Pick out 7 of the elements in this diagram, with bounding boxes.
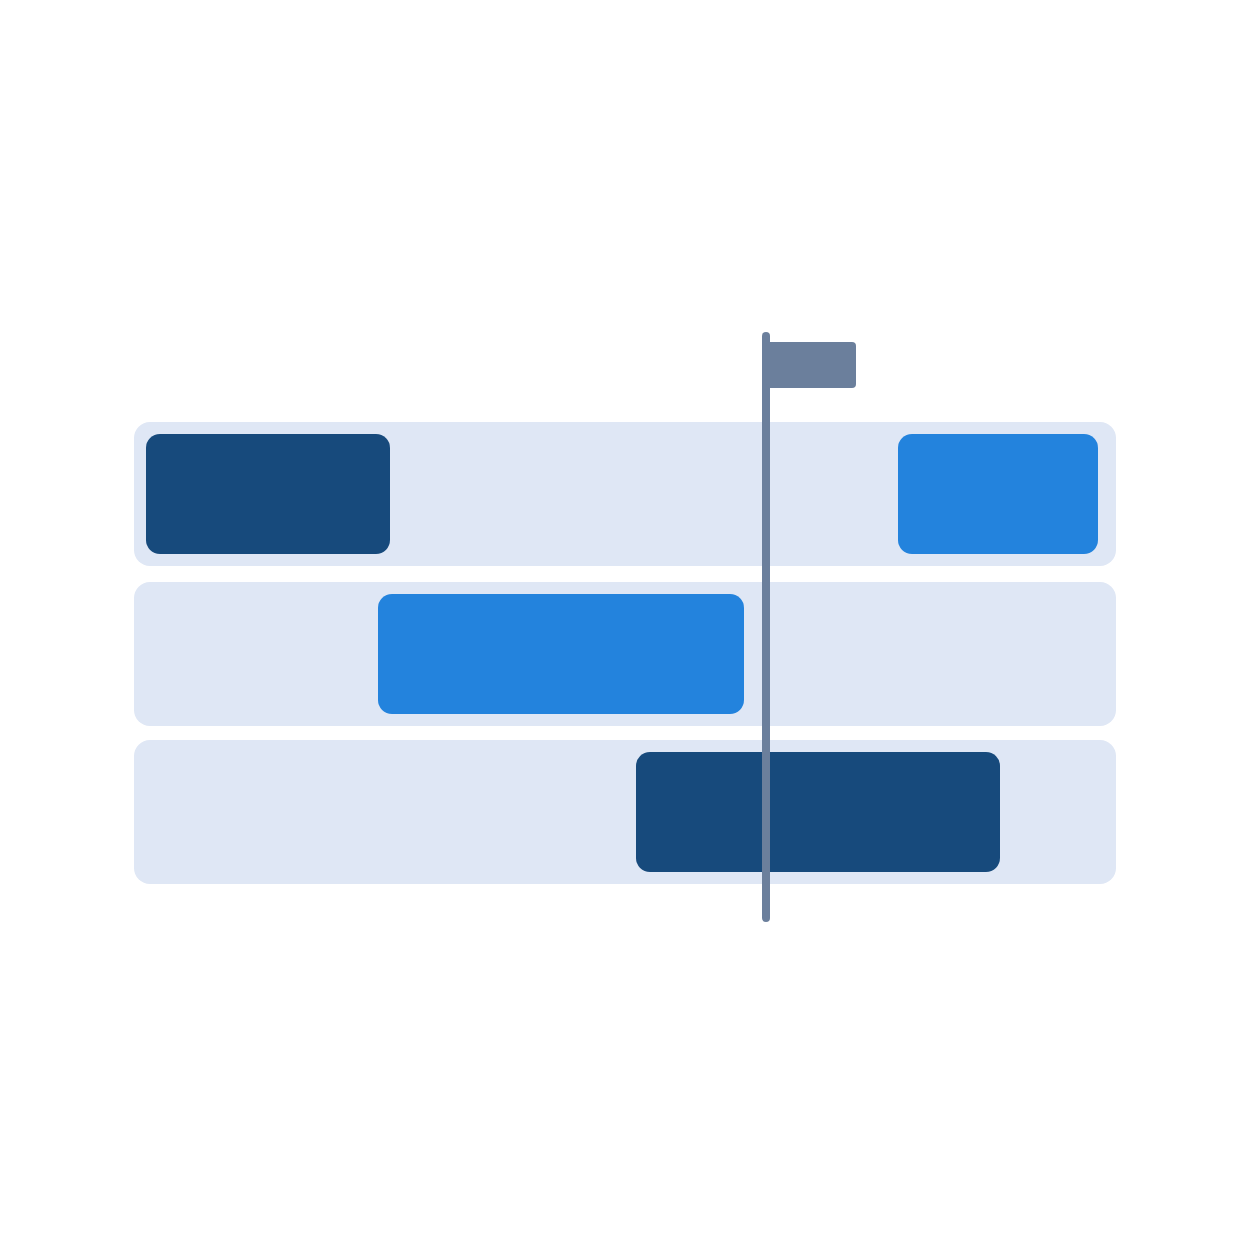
timeline-row	[134, 740, 1116, 884]
timeline-row	[134, 422, 1116, 566]
timeline-row	[134, 582, 1116, 726]
task-bar	[146, 434, 390, 554]
task-bar	[898, 434, 1098, 554]
task-bar	[636, 752, 1000, 872]
task-bar	[378, 594, 744, 714]
